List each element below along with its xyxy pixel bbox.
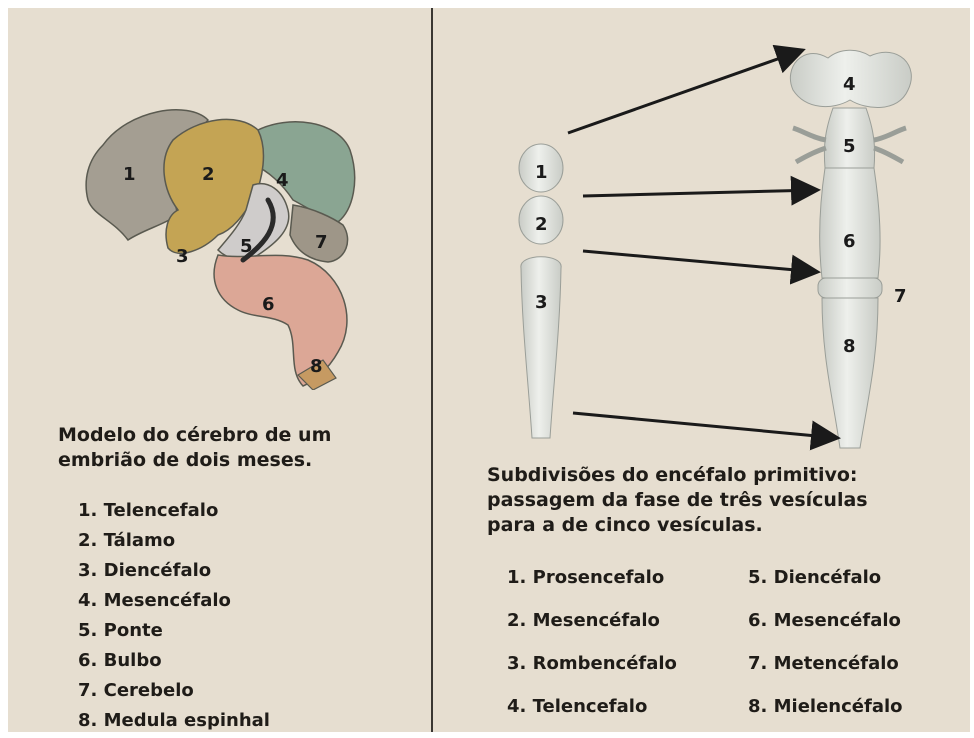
diagram-number-6: 6 xyxy=(262,294,275,315)
vesicle-7 xyxy=(817,277,883,299)
cerebellum-region xyxy=(289,204,349,263)
vesicle-subdivision-diagram: 1 2 3 4 5 6 7 8 xyxy=(518,44,912,451)
diagram-number-4: 4 xyxy=(276,170,289,191)
diagram-number-2: 2 xyxy=(202,164,215,185)
vesicle-1 xyxy=(518,143,564,193)
diagram-number-7: 7 xyxy=(315,232,328,253)
left-legend-item: 8. Medula espinhal xyxy=(78,710,270,731)
diagram-number-8: 8 xyxy=(310,356,323,377)
embryo-brain-diagram: 1 2 3 4 5 6 7 8 xyxy=(85,109,356,390)
right-legend-item: 6. Mesencéfalo xyxy=(748,610,901,631)
five-vesicle-number-4: 4 xyxy=(843,74,856,95)
five-vesicle-stage: 4 5 6 7 8 xyxy=(789,49,912,449)
right-caption-line-2: passagem da fase de três vesículas xyxy=(487,489,868,511)
left-caption-line-1: Modelo do cérebro de um xyxy=(58,424,332,446)
left-legend-item: 6. Bulbo xyxy=(78,650,162,671)
vesicle-8 xyxy=(821,297,879,449)
right-caption: Subdivisões do encéfalo primitivo: passa… xyxy=(487,463,957,538)
vesicle-4 xyxy=(789,49,912,109)
five-vesicle-number-8: 8 xyxy=(843,336,856,357)
vesicle-2 xyxy=(518,195,564,245)
right-legend-item: 5. Diencéfalo xyxy=(748,567,882,588)
spinal-cord-region xyxy=(297,359,337,390)
optic-stalk-left xyxy=(792,125,827,165)
left-legend-item: 4. Mesencéfalo xyxy=(78,590,231,611)
left-legend-item: 5. Ponte xyxy=(78,620,163,641)
left-legend-item: 3. Diencéfalo xyxy=(78,560,212,581)
five-vesicle-number-6: 6 xyxy=(843,231,856,252)
right-legend-item: 3. Rombencéfalo xyxy=(507,653,677,674)
right-legend-item: 8. Mielencéfalo xyxy=(748,696,903,717)
right-legend-column-2: 5. Diencéfalo 6. Mesencéfalo 7. Metencéf… xyxy=(748,563,903,732)
thalamus-region xyxy=(163,118,265,254)
three-vesicle-stage: 1 2 3 xyxy=(518,143,564,439)
five-vesicle-number-5: 5 xyxy=(843,136,856,157)
diagram-number-1: 1 xyxy=(123,164,136,185)
right-legend-item: 2. Mesencéfalo xyxy=(507,610,660,631)
right-caption-line-3: para a de cinco vesículas. xyxy=(487,514,763,536)
left-legend-item: 1. Telencefalo xyxy=(78,500,219,521)
vesicle-6 xyxy=(819,167,881,279)
optic-stalk-right xyxy=(873,125,907,165)
arrow-rhombencephalon-to-myelencephalon xyxy=(572,411,841,451)
ventricle-line xyxy=(240,197,276,263)
diagram-number-3: 3 xyxy=(176,246,189,267)
center-divider xyxy=(431,8,433,732)
right-caption-line-1: Subdivisões do encéfalo primitivo: xyxy=(487,464,858,486)
arrow-mesencephalon-to-mesencephalon xyxy=(582,249,821,285)
left-caption-line-2: embrião de dois meses. xyxy=(58,449,313,471)
arrow-prosencephalon-to-diencephalon xyxy=(582,175,821,206)
five-vesicle-number-7: 7 xyxy=(894,286,907,307)
diagram-number-5: 5 xyxy=(240,236,253,257)
left-legend-item: 2. Tálamo xyxy=(78,530,176,551)
three-vesicle-number-3: 3 xyxy=(535,292,548,313)
illustration-board: 1 2 3 4 5 6 7 8 Modelo do cérebro de um … xyxy=(8,8,970,732)
mesencephalon-region xyxy=(252,121,356,223)
right-legend-item: 4. Telencefalo xyxy=(507,696,648,717)
vesicle-3 xyxy=(520,256,562,439)
three-vesicle-number-2: 2 xyxy=(535,214,548,235)
right-legend-item: 7. Metencéfalo xyxy=(748,653,899,674)
right-legend-item: 1. Prosencefalo xyxy=(507,567,665,588)
arrow-prosencephalon-to-telencephalon xyxy=(567,44,806,135)
left-caption: Modelo do cérebro de um embrião de dois … xyxy=(58,423,418,473)
left-legend-item: 7. Cerebelo xyxy=(78,680,194,701)
right-legend-column-1: 1. Prosencefalo 2. Mesencéfalo 3. Romben… xyxy=(507,563,677,732)
left-legend: 1. Telencefalo 2. Tálamo 3. Diencéfalo 4… xyxy=(78,496,270,732)
three-vesicle-number-1: 1 xyxy=(535,162,548,183)
